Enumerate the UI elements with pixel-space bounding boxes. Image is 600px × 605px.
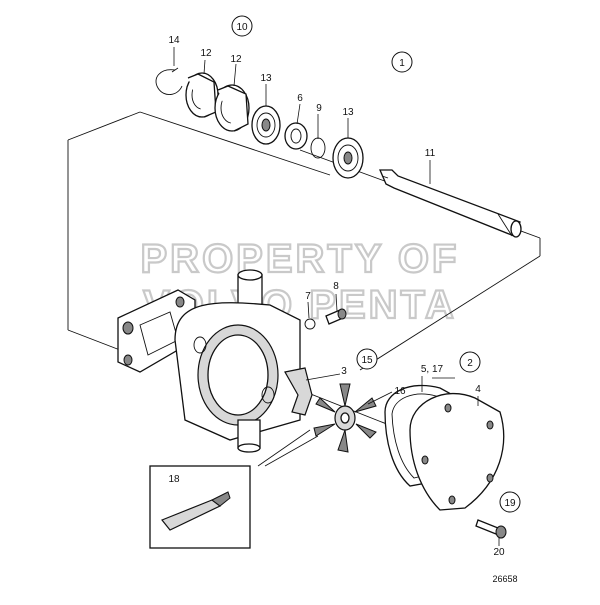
- label-4: 4: [475, 384, 481, 395]
- svg-text:10: 10: [236, 22, 248, 33]
- bearing-part-13b: [332, 137, 364, 179]
- part-labels: 14 12 12 13 6 9 13 11 7 8 3 5, 17 4 16 1…: [168, 35, 505, 558]
- svg-text:1: 1: [399, 58, 405, 69]
- label-18: 18: [168, 474, 180, 485]
- label-9: 9: [316, 103, 322, 114]
- reference-number: 26658: [492, 574, 517, 584]
- impeller-part-16: [313, 383, 377, 453]
- circlip-part-14: [155, 67, 183, 95]
- callout-2: 2: [459, 351, 481, 373]
- label-20: 20: [493, 547, 505, 558]
- svg-text:19: 19: [504, 498, 516, 509]
- seal-part-6: [284, 122, 308, 150]
- inset-box: [149, 429, 319, 549]
- washer-part-7: [304, 318, 316, 330]
- cover-part-4: [409, 392, 505, 511]
- guide-line-bottom-left: [67, 329, 121, 351]
- inset-pointer-line-1: [257, 429, 311, 467]
- label-14: 14: [168, 35, 180, 46]
- callout-19: 19: [499, 491, 521, 513]
- label-16: 16: [394, 386, 406, 397]
- watermark: PROPERTY OF VOLVO PENTA: [139, 236, 460, 328]
- label-12b: 12: [230, 54, 242, 65]
- svg-text:15: 15: [361, 355, 373, 366]
- label-7: 7: [305, 291, 311, 302]
- guide-line-diag: [359, 255, 541, 371]
- inset-pointer-line-2: [264, 435, 319, 467]
- label-12a: 12: [200, 48, 212, 59]
- bearing-part-12a: [185, 72, 219, 118]
- label-6: 6: [297, 93, 303, 104]
- callout-1: 1: [391, 51, 413, 73]
- oring-part-9: [310, 137, 326, 159]
- cam-part-3: [284, 367, 313, 416]
- screw-part-20: [475, 519, 507, 539]
- callout-10: 10: [231, 15, 253, 37]
- label-3: 3: [341, 366, 347, 377]
- label-5-17: 5, 17: [421, 364, 444, 375]
- screw-part-8: [325, 308, 347, 325]
- label-13a: 13: [260, 73, 272, 84]
- svg-text:2: 2: [467, 358, 473, 369]
- label-13b: 13: [342, 107, 354, 118]
- shaft-part-11: [379, 169, 522, 238]
- callout-15: 15: [356, 348, 378, 370]
- pump-housing: [117, 269, 301, 453]
- leader-lines: [173, 47, 500, 546]
- guide-line-top-left: [67, 111, 141, 141]
- bearing-part-13a: [251, 105, 281, 145]
- bearing-part-12b: [214, 84, 250, 132]
- watermark-line-1: PROPERTY OF: [141, 237, 460, 281]
- circled-callouts: 10 1 15 2 19: [231, 15, 521, 513]
- label-8: 8: [333, 281, 339, 292]
- guide-line-axis: [139, 111, 331, 176]
- label-11: 11: [425, 148, 436, 159]
